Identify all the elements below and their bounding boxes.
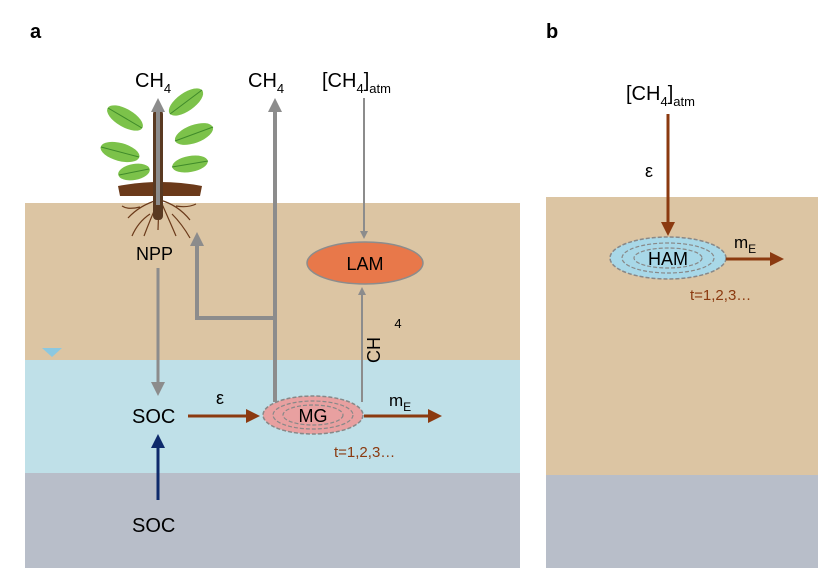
npp-label: NPP: [136, 244, 173, 264]
ch4-atm-label-a: [CH4]atm: [322, 70, 391, 96]
plant-icon: [100, 88, 214, 239]
bedrock-layer-b: [546, 475, 818, 568]
soc-lower-label: SOC: [132, 515, 175, 537]
panel-label-b: b: [546, 21, 558, 43]
lam-label: LAM: [346, 254, 383, 274]
ch4-plant-label: CH4: [135, 70, 171, 96]
mg-node: [262, 395, 364, 435]
ch4-direct-label: CH4: [248, 70, 284, 96]
lam-node: [306, 241, 424, 285]
ch4-vertical-label: CH: [364, 337, 384, 363]
panel-b: b [CH4]atm ε HAM mE t=1,2,3…: [546, 21, 818, 568]
bedrock-layer-a: [25, 473, 520, 568]
epsilon-label-a: ε: [216, 388, 224, 408]
me-label-b: mE: [734, 233, 756, 256]
mg-plant-arrow: [190, 232, 275, 320]
water-table-marker-icon: [42, 348, 62, 357]
ch4-atm-label-b: [CH4]atm: [626, 83, 695, 109]
panel-a: a: [25, 21, 520, 568]
soil-layer-a: [25, 203, 520, 360]
epsilon-label-b: ε: [645, 161, 653, 181]
ham-label: HAM: [648, 249, 688, 269]
svg-text:CH: CH: [364, 337, 384, 363]
ch4-vertical-sub: 4: [394, 316, 401, 331]
time-series-a: t=1,2,3…: [334, 444, 395, 461]
time-series-b: t=1,2,3…: [690, 287, 751, 304]
soc-upper-label: SOC: [132, 406, 175, 428]
me-label-a: mE: [389, 391, 411, 414]
panel-label-a: a: [30, 21, 42, 43]
mg-label: MG: [299, 406, 328, 426]
